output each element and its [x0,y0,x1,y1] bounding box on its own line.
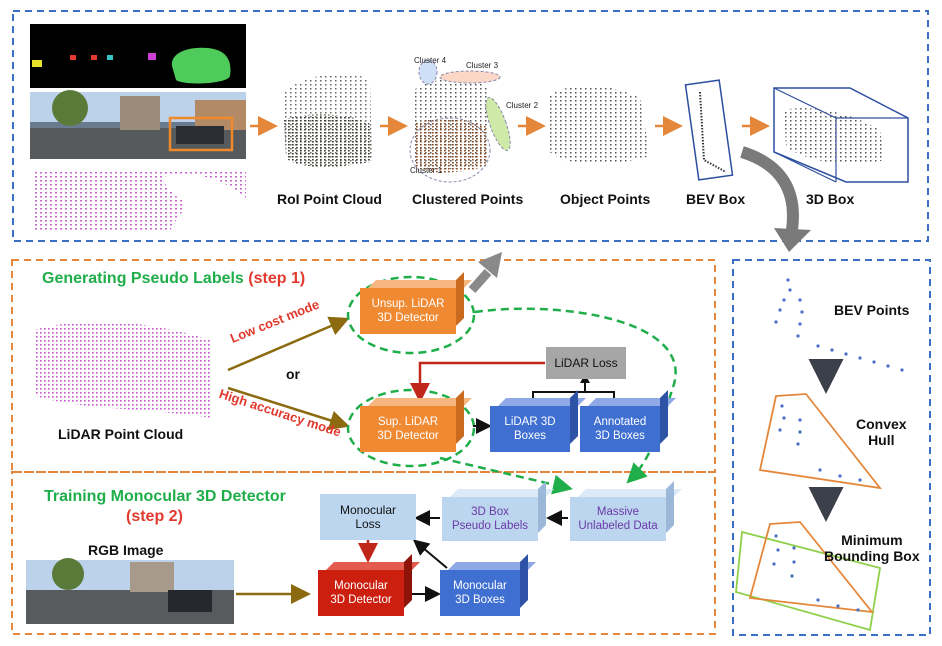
green-dash-line [439,456,573,495]
lidar-point-cloud [34,321,212,418]
stage-3dbox-label: 3D Box [806,191,855,207]
lidar-loss-feedback [410,361,545,403]
or-label: or [286,366,300,382]
gray-arrow-up [478,252,502,278]
lidar-point-cloud-label: LiDAR Point Cloud [58,426,184,442]
roi-point-cloud [282,73,372,167]
clustered-points [409,59,511,183]
bev-box [684,79,734,181]
step2-frame [11,471,716,635]
stage-roi-label: RoI Point Cloud [277,191,382,207]
cluster-4-label: Cluster 4 [414,56,447,65]
rgb-image [26,558,234,624]
high-acc-arrow [227,386,350,431]
step2-title: Training Monocular 3D Detector [44,488,286,505]
boxes-to-monoloss [412,539,448,569]
right-frame [732,259,931,636]
bev-points-graphic [774,278,904,372]
step2-step: (step 2) [126,508,183,525]
step1-title: Generating Pseudo Labels (step 1) [42,270,306,287]
cluster-3-label: Cluster 3 [466,61,499,70]
3d-box [773,87,909,183]
object-points [548,85,650,164]
unsup-ellipse [346,275,476,355]
lidar-loss-box: LiDAR Loss [546,347,626,379]
curved-arrow-to-right [740,146,799,231]
top-pipeline-frame [12,10,929,242]
bev-points-label: BEV Points [834,302,910,318]
rgb-image-label: RGB Image [88,542,164,558]
cluster-2-label: Cluster 2 [506,101,539,110]
convex-hull-graphic [758,393,883,490]
stage-object-label: Object Points [560,191,651,207]
low-cost-arrow [227,316,350,372]
stage-clustered-label: Clustered Points [412,191,524,207]
min-bounding-box-graphic [735,521,882,632]
stage-bev-label: BEV Box [686,191,746,207]
cluster-1-label: Cluster 1 [410,166,443,175]
green-dash-curve [474,307,677,484]
